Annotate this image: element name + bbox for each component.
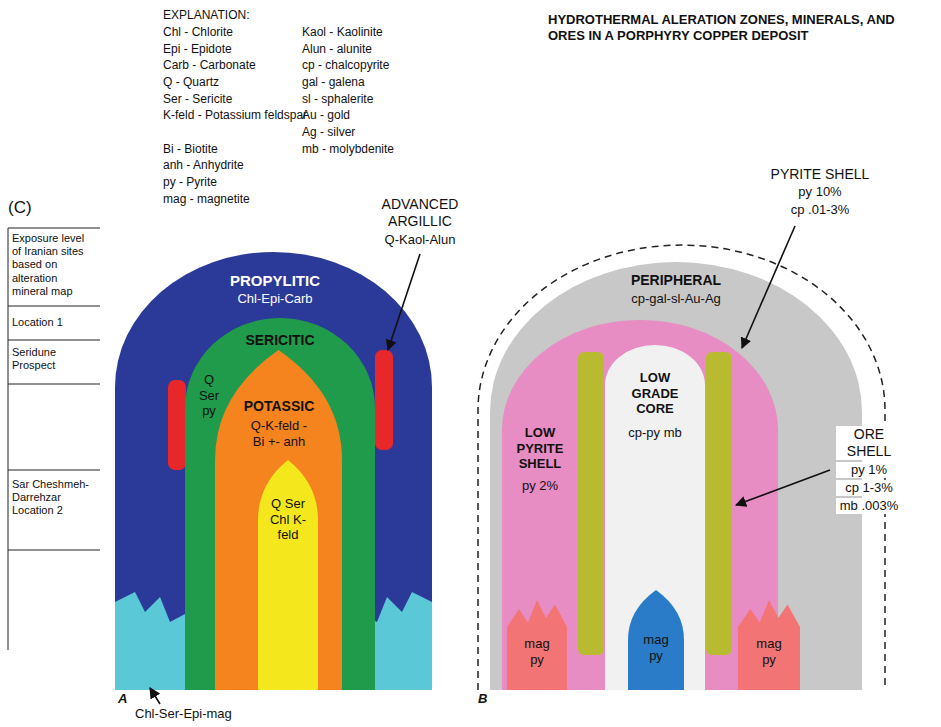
- exposure-table: [8, 228, 100, 650]
- magnetite-pyrite-zone: mag py: [507, 600, 567, 690]
- leader-arrow: [388, 254, 420, 350]
- peripheral-dashed-outline: [478, 245, 885, 690]
- zone-minerals: Q Ser py: [196, 372, 222, 419]
- abbreviation-entry: Epi - Epidote: [163, 42, 293, 56]
- abbreviation-entry: Carb - Carbonate: [163, 58, 293, 72]
- sericitic-zone: Q Ser Chl K-feld POTASSIC Q-K-feld -Bi +- …: [185, 318, 375, 690]
- abbreviation-entry: Ag - silver: [302, 125, 432, 139]
- zone-minerals: Q Ser Chl K-feld: [261, 496, 315, 543]
- zone-fill: [185, 318, 375, 690]
- propylitic-zone: Q Ser Chl K-feld POTASSIC Q-K-feld -Bi +- …: [115, 252, 432, 690]
- peripheral-zone: mag py LOW GRADE CORE cp-py mb LOW PYRITE S…: [490, 262, 862, 690]
- zone-callout: cp .01-3%: [765, 202, 875, 218]
- advanced-argillic-zone: [375, 350, 393, 450]
- diagram-title: HYDROTHERMAL ALERATION ZONES, MINERALS, …: [548, 12, 933, 43]
- zone-minerals: Chl-Epi-Carb: [195, 291, 355, 307]
- table-cell: Sar Cheshmeh-Darrehzar Location 2: [12, 478, 96, 518]
- zone-callout: py 10%: [765, 184, 875, 200]
- magnetite-pyrite-core: mag py: [628, 590, 684, 690]
- abbreviation-entry: py - Pyrite: [163, 175, 293, 189]
- zone-name: LOW PYRITE SHELL: [506, 425, 574, 472]
- abbreviation-entry: Alun - alunite: [302, 42, 432, 56]
- zone-callout: py 1%: [836, 462, 902, 478]
- abbreviation-entry: anh - Anhydrite: [163, 158, 293, 172]
- chl-ser-epi-mag-zone: [115, 592, 193, 690]
- zone-shape: [258, 460, 318, 690]
- abbreviation-entry: K-feld - Potassium feldspar: [163, 108, 319, 122]
- panel-letter: B: [478, 691, 492, 707]
- advanced-argillic-zone: [168, 380, 186, 470]
- ore-shell-zone: [706, 352, 732, 655]
- magnetite-pyrite-zone: mag py: [738, 600, 800, 690]
- abbreviation-entry: cp - chalcopyrite: [302, 58, 432, 72]
- leader-arrow: [150, 688, 160, 704]
- leader-arrow: [742, 226, 795, 348]
- zone-minerals: cp-gal-sl-Au-Ag: [616, 291, 736, 307]
- zone-fill: [605, 345, 705, 690]
- panel-letter: A: [118, 691, 132, 707]
- zone-fill: [490, 262, 862, 690]
- zone-fill: [502, 320, 778, 690]
- abbreviation-entry: Au - gold: [302, 108, 432, 122]
- zone-fill: [258, 460, 318, 690]
- abbreviation-entry: Q - Quartz: [163, 75, 293, 89]
- zone-fill: [215, 350, 342, 690]
- zone-callout: PYRITE SHELL: [765, 166, 875, 183]
- ore-shell-zone: [578, 352, 604, 655]
- zone-callout: Q-Kaol-Alun: [362, 232, 478, 248]
- abbreviation-entry: Bi - Biotite: [163, 142, 293, 156]
- low-grade-core: mag py LOW GRADE CORE cp-py mb: [605, 345, 705, 690]
- zone-name: PROPYLITIC: [195, 272, 355, 290]
- zone-callout: ADVANCED ARGILLIC: [362, 196, 478, 230]
- zone-fill: [507, 600, 567, 690]
- abbreviation-entry: Chl - Chlorite: [163, 25, 293, 39]
- zone-fill: [738, 600, 800, 690]
- zone-name: LOW GRADE CORE: [622, 370, 688, 417]
- abbreviation-entry: Kaol - Kaolinite: [302, 25, 432, 39]
- panel-letter: (C): [8, 198, 68, 218]
- zone-callout: ORE SHELL: [836, 426, 902, 460]
- table-header: Exposure level of Iranian sites based on…: [12, 232, 96, 298]
- zone-name: POTASSIC: [234, 398, 324, 415]
- zone-name: PERIPHERAL: [616, 272, 736, 289]
- zone-callout: mb .003%: [836, 498, 902, 514]
- zone-minerals: Q-K-feld -Bi +- anh: [246, 418, 312, 449]
- abbreviation-entry: mb - molybdenite: [302, 142, 432, 156]
- table-cell: Seridune Prospect: [12, 346, 96, 372]
- abbreviation-entry: gal - galena: [302, 75, 432, 89]
- leader-arrow: [736, 470, 830, 505]
- zone-fill: [628, 590, 684, 690]
- inner-core-zone: Q Ser Chl K-feld: [258, 460, 318, 690]
- table-cell: Location 1: [12, 316, 96, 329]
- abbreviation-entry: mag - magnetite: [163, 192, 293, 206]
- zone-fill: [115, 252, 432, 690]
- zone-minerals: mag py: [749, 636, 789, 667]
- zone-minerals: mag py: [517, 636, 557, 667]
- legend-heading: EXPLANATION:: [163, 8, 293, 22]
- zone-minerals: py 2%: [506, 478, 574, 494]
- zone-callout: cp 1-3%: [836, 480, 902, 496]
- zone-callout: Chl-Ser-Epi-mag: [135, 706, 255, 722]
- abbreviation-entry: sl - sphalerite: [302, 92, 432, 106]
- abbreviation-entry: Ser - Sericite: [163, 92, 293, 106]
- potassic-zone: Q Ser Chl K-feld POTASSIC Q-K-feld -Bi +- …: [215, 350, 342, 690]
- zone-name: SERICITIC: [225, 332, 335, 349]
- zone-minerals: cp-py mb: [625, 425, 685, 441]
- zone-minerals: mag py: [636, 632, 676, 663]
